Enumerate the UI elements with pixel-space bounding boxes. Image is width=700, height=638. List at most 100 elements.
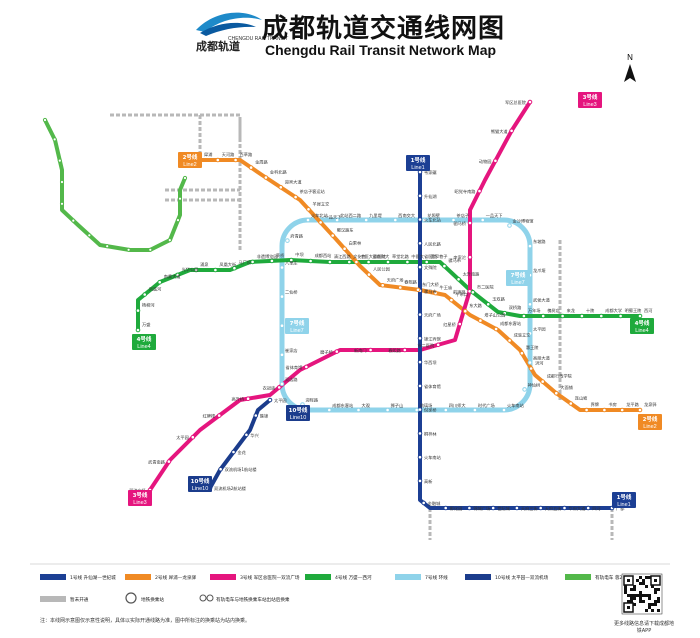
station-dot[interactable] — [330, 233, 336, 238]
station-dot[interactable] — [244, 432, 249, 438]
station-dot[interactable] — [470, 290, 476, 295]
station-dot[interactable] — [216, 413, 222, 418]
station-dot[interactable] — [485, 302, 491, 307]
station-dot[interactable] — [306, 207, 311, 212]
station-dot[interactable] — [417, 336, 423, 341]
station-dot[interactable] — [190, 434, 196, 440]
station-dot[interactable] — [442, 263, 447, 269]
tram-stop[interactable] — [177, 196, 183, 201]
tram-stop[interactable] — [105, 244, 110, 249]
tram-stop[interactable] — [52, 137, 57, 142]
station-dot[interactable] — [354, 259, 359, 265]
station-dot[interactable] — [637, 313, 643, 319]
station-dot[interactable] — [269, 258, 275, 264]
station-dot[interactable] — [478, 318, 483, 323]
station-dot[interactable] — [368, 347, 373, 353]
station-dot[interactable] — [417, 193, 423, 199]
station-dot[interactable] — [318, 220, 323, 225]
station-dot[interactable] — [451, 217, 456, 223]
station-dot[interactable] — [166, 459, 172, 464]
station-dot[interactable] — [433, 290, 438, 296]
station-dot[interactable] — [363, 217, 369, 223]
station-dot[interactable] — [417, 264, 423, 270]
station-dot[interactable] — [398, 285, 403, 290]
station-dot[interactable] — [507, 223, 512, 228]
station-dot[interactable] — [540, 379, 546, 384]
station-dot[interactable] — [385, 407, 390, 413]
tram-stop[interactable] — [57, 158, 62, 163]
station-dot[interactable] — [327, 259, 333, 265]
station-dot[interactable] — [142, 292, 147, 297]
station-dot[interactable] — [279, 265, 285, 270]
station-dot[interactable] — [540, 313, 546, 319]
station-dot[interactable] — [560, 313, 565, 319]
station-dot[interactable] — [334, 349, 340, 354]
station-dot[interactable] — [527, 99, 533, 105]
station-dot[interactable] — [327, 407, 332, 413]
station-dot[interactable] — [449, 297, 454, 303]
station-dot[interactable] — [417, 431, 423, 436]
station-dot[interactable] — [493, 158, 498, 164]
qr-code[interactable] — [621, 573, 663, 615]
station-dot[interactable] — [414, 407, 420, 413]
station-dot[interactable] — [417, 359, 423, 365]
station-dot[interactable] — [509, 128, 514, 134]
tram-stop[interactable] — [175, 218, 181, 223]
station-dot[interactable] — [421, 500, 427, 506]
station-dot[interactable] — [193, 267, 199, 273]
station-dot[interactable] — [380, 283, 386, 288]
station-dot[interactable] — [493, 326, 499, 332]
station-dot[interactable] — [232, 265, 237, 271]
station-dot[interactable] — [528, 366, 534, 371]
station-dot[interactable] — [568, 401, 574, 406]
station-dot[interactable] — [289, 257, 294, 263]
station-dot[interactable] — [467, 505, 472, 511]
station-dot[interactable] — [417, 241, 423, 246]
station-dot[interactable] — [501, 407, 507, 413]
tram-stop[interactable] — [167, 238, 172, 243]
station-dot[interactable] — [417, 383, 423, 389]
station-dot[interactable] — [435, 342, 441, 348]
station-dot[interactable] — [480, 217, 486, 223]
station-dot[interactable] — [463, 308, 468, 314]
station-dot[interactable] — [618, 313, 623, 319]
station-dot[interactable] — [366, 259, 371, 265]
station-dot[interactable] — [522, 387, 527, 392]
station-dot[interactable] — [584, 407, 589, 413]
station-dot[interactable] — [385, 259, 391, 265]
station-dot[interactable] — [263, 175, 269, 180]
station-dot[interactable] — [490, 505, 496, 511]
tram-stop[interactable] — [87, 233, 92, 238]
tram-stop[interactable] — [182, 175, 188, 181]
station-dot[interactable] — [305, 217, 311, 223]
station-dot[interactable] — [527, 360, 533, 365]
station-dot[interactable] — [477, 188, 482, 194]
tram-stop[interactable] — [59, 201, 65, 206]
station-dot[interactable] — [334, 217, 340, 223]
station-dot[interactable] — [293, 194, 298, 200]
station-dot[interactable] — [279, 352, 285, 358]
tram-stop[interactable] — [42, 117, 48, 123]
station-dot[interactable] — [279, 381, 285, 387]
station-dot[interactable] — [250, 259, 255, 265]
station-dot[interactable] — [417, 478, 423, 484]
station-dot[interactable] — [347, 259, 352, 265]
tram-stop[interactable] — [59, 179, 65, 185]
station-dot[interactable] — [215, 157, 221, 163]
station-dot[interactable] — [599, 313, 604, 319]
tram-stop[interactable] — [148, 247, 153, 252]
station-dot[interactable] — [278, 185, 284, 190]
tram-stop[interactable] — [126, 247, 131, 252]
station-dot[interactable] — [519, 350, 525, 356]
station-dot[interactable] — [415, 287, 421, 293]
station-dot[interactable] — [233, 157, 238, 163]
station-dot[interactable] — [135, 327, 141, 333]
station-dot[interactable] — [231, 449, 236, 455]
station-dot[interactable] — [562, 505, 567, 511]
station-dot[interactable] — [521, 313, 527, 319]
station-dot[interactable] — [356, 407, 361, 413]
station-dot[interactable] — [579, 313, 585, 319]
station-dot[interactable] — [637, 407, 643, 413]
station-dot[interactable] — [245, 396, 251, 402]
station-dot[interactable] — [276, 385, 282, 390]
